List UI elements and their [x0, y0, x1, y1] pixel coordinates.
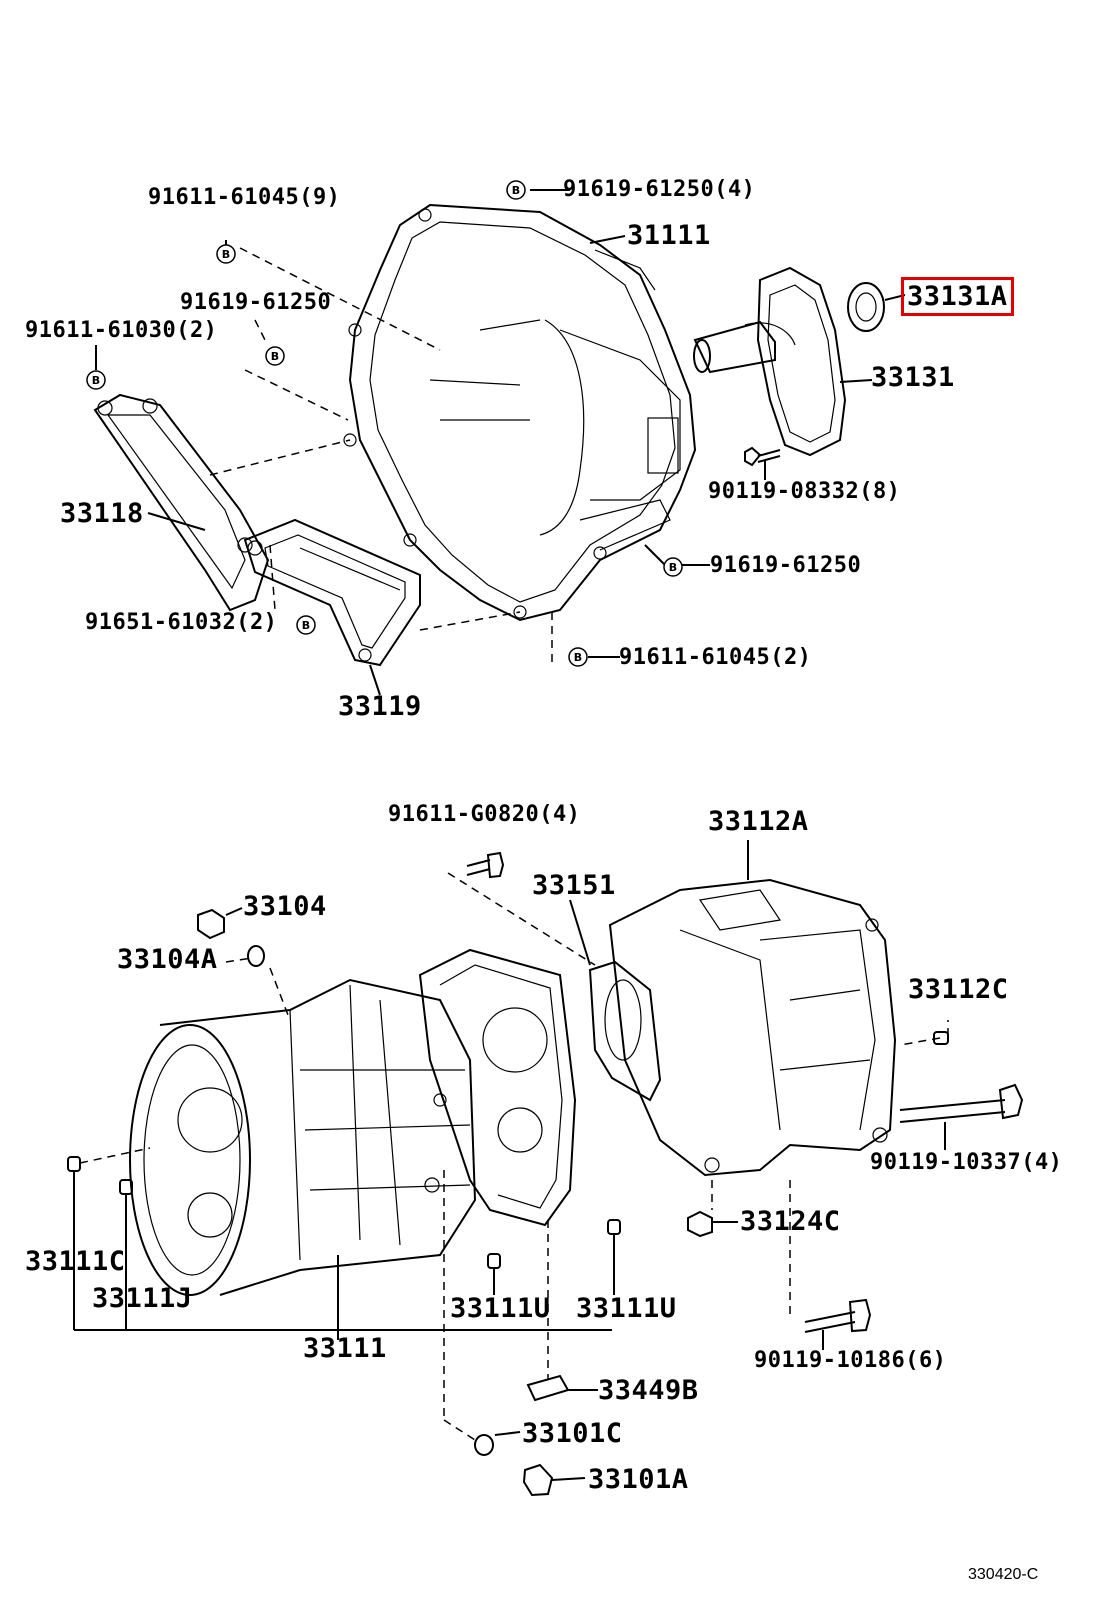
bellhousing-drawing [343, 203, 697, 622]
extension-housing-drawing [608, 878, 897, 1177]
label-bellhousing: 31111 [627, 220, 711, 251]
bolt-symbol-letter: B [302, 619, 310, 632]
label-sensor: 33124C [740, 1206, 841, 1237]
label-pin-u1: 33111U [450, 1293, 551, 1324]
label-bolt-5: 91619-61250 [710, 553, 862, 578]
intermediate-plate-drawing [418, 948, 577, 1227]
label-bolt-9: 90119-10337(4) [870, 1150, 1063, 1175]
bolt-symbol-letter: B [271, 350, 279, 363]
bottom-bolts-drawing [466, 851, 1024, 1333]
label-bolt-8: 91611-G0820(4) [388, 802, 581, 827]
retainer-bolt-drawing [744, 446, 781, 467]
label-bolt-7: 91611-61045(2) [619, 645, 812, 670]
bolt-symbol-letter: B [92, 374, 100, 387]
top-leader-lines [95, 189, 906, 696]
bolt-symbol-letter: B [222, 248, 230, 261]
label-drain-plug: 33101A [588, 1464, 689, 1495]
label-pin-b: 33449B [598, 1375, 699, 1406]
oil-seal-drawing [847, 282, 885, 332]
bolt-symbols-top: B B B B B B B [86, 180, 683, 667]
label-bolt-4: 91611-61030(2) [25, 318, 218, 343]
label-gasket: 33151 [532, 870, 616, 901]
label-stiffener-left: 33118 [60, 498, 144, 529]
label-pin-right: 33112C [908, 974, 1009, 1005]
label-retainer-bolt: 90119-08332(8) [708, 479, 901, 504]
label-bolt-10: 90119-10186(6) [754, 1348, 947, 1373]
label-plug-gasket: 33104A [117, 944, 218, 975]
label-bolt-3: 91619-61250 [180, 290, 332, 315]
label-top-bolt-2: 91619-61250(4) [563, 177, 756, 202]
label-drain-gasket: 33101C [522, 1418, 623, 1449]
gasket-drawing [588, 960, 662, 1102]
label-plug: 33104 [243, 891, 327, 922]
bolt-symbol-letter: B [512, 184, 520, 197]
label-case: 33111 [303, 1333, 387, 1364]
bolt-symbol-letter: B [574, 651, 582, 664]
label-stiffener-right: 33119 [338, 691, 422, 722]
label-bolt-6: 91651-61032(2) [85, 610, 278, 635]
label-pin-c: 33111C [25, 1246, 126, 1277]
label-extension-housing: 33112A [708, 806, 809, 837]
retainer-drawing [693, 266, 847, 457]
label-oil-seal-highlighted: 33131A [901, 277, 1014, 316]
figure-code: 330420-C [968, 1566, 1039, 1583]
label-top-bolt-1: 91611-61045(9) [148, 185, 341, 210]
stiffener-left-drawing [93, 393, 270, 612]
stiffener-right-drawing [243, 518, 421, 667]
label-pin-u2: 33111U [576, 1293, 677, 1324]
transmission-case-drawing [129, 978, 477, 1296]
bolt-symbol-letter: B [669, 561, 677, 574]
plugs-pins-drawing [67, 908, 949, 1497]
label-pin-j: 33111J [92, 1283, 193, 1314]
label-retainer: 33131 [871, 362, 955, 393]
bottom-leader-lines [73, 840, 949, 1481]
